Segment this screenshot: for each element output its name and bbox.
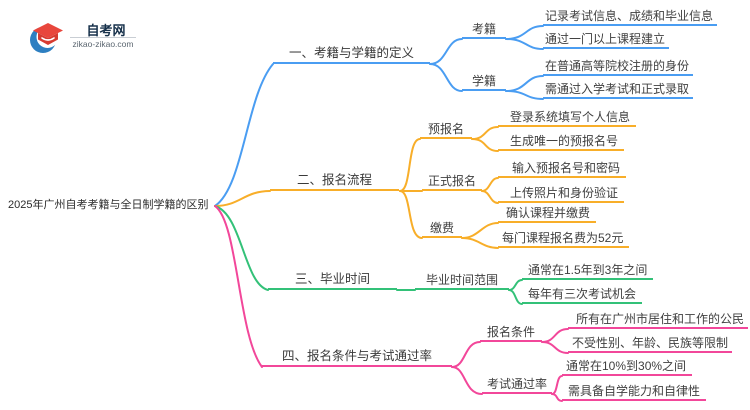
leaf-node: 不受性别、年龄、民族等限制 [568,335,733,353]
zikao-logo: 自考网 zikao-zikao.com [28,16,138,56]
leaf-node: 每年有三次考试机会 [522,286,643,304]
logo-divider [70,37,136,38]
child-conditions-label: 报名条件 [480,324,543,342]
logo-title: 自考网 [86,23,126,38]
leaf-node: 通过一门以上课程建立 [543,31,670,49]
branch-4-connectors [214,205,569,402]
leaf-node: 登录系统填写个人信息 [498,109,637,127]
leaf-node: 通常在10%到30%之间 [562,358,693,376]
branch-3-connectors [214,205,523,305]
leaf-node: 每门课程报名费为52元 [498,230,630,248]
branch-2-connectors [214,126,499,249]
child-pass-rate-label: 考试通过率 [482,376,553,394]
leaf-node: 所有在广州市居住和工作的公民 [568,311,749,329]
leaf-node: 确认课程并缴费 [498,205,597,223]
leaf-node: 需具备自学能力和自律性 [562,383,707,401]
leaf-node: 输入预报名号和密码 [498,160,627,178]
branch-1-connectors [214,25,544,207]
child-payment-label: 缴费 [422,220,463,238]
graduation-cap-icon [30,23,63,53]
child-xueji-label: 学籍 [462,73,507,91]
leaf-node: 生成唯一的预报名号 [498,133,625,151]
branch-4-label: 四、报名条件与考试通过率 [262,347,453,367]
leaf-node: 记录考试信息、成绩和毕业信息 [543,8,718,26]
branch-3-label: 三、毕业时间 [268,270,398,290]
child-kaoji-label: 考籍 [462,21,507,39]
logo-domain: zikao-zikao.com [72,39,134,49]
child-pre-registration-label: 预报名 [420,121,473,139]
child-graduation-range-label: 毕业时间范围 [415,272,510,290]
leaf-node: 通常在1.5年到3年之间 [522,262,654,280]
leaf-node: 需通过入学考试和正式录取 [543,81,694,99]
leaf-node: 在普通高等院校注册的身份 [543,58,694,76]
child-formal-registration-label: 正式报名 [422,173,483,191]
root-node: 2025年广州自考考籍与全日制学籍的区别 [8,199,209,211]
branch-2-label: 二、报名流程 [270,171,400,191]
branch-1-label: 一、考籍与学籍的定义 [273,44,431,64]
leaf-node: 上传照片和身份验证 [498,185,625,203]
